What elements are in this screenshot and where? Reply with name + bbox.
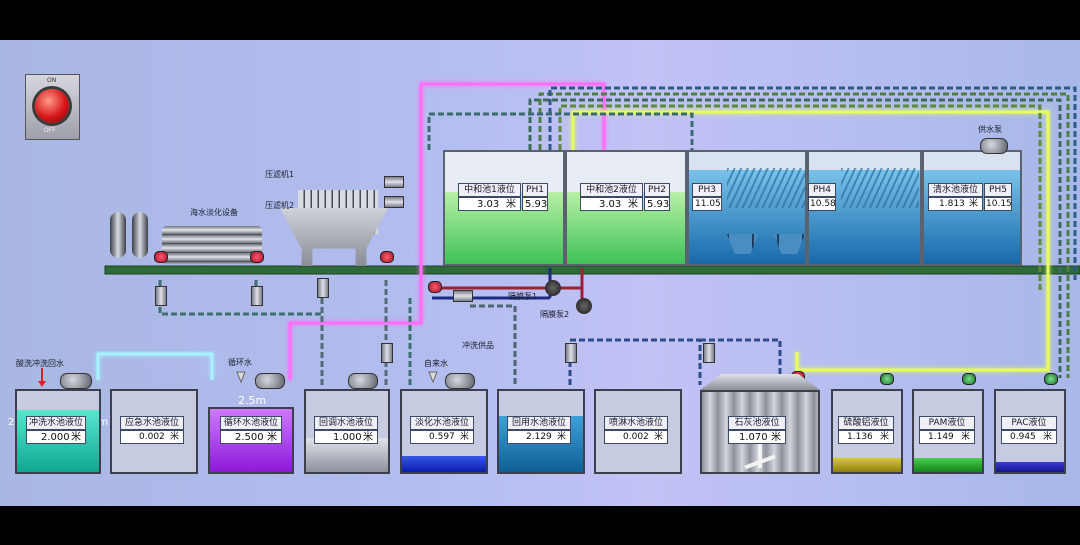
dosing-pump-icon[interactable]	[880, 373, 894, 385]
tank-7-label: 石灰池液位	[728, 416, 786, 430]
regulate-pump-icon[interactable]	[348, 373, 378, 389]
ph1-value: 5.93	[522, 197, 548, 211]
clear-pool-level-label: 清水池液位	[928, 183, 983, 197]
diaphragm-pump-1-label: 隔膜泵1	[508, 292, 538, 301]
desal-label: 海水淡化设备	[190, 208, 238, 217]
circ-water-label: 循环水	[228, 358, 252, 367]
desal-pump-icon[interactable]	[445, 373, 475, 389]
diaphragm-pump-2-label: 隔膜泵2	[540, 310, 570, 319]
power-button-icon	[35, 89, 69, 123]
tank-1-label: 应急水池液位	[120, 416, 184, 430]
ph2-value: 5.93	[644, 197, 670, 211]
flush-supply-label: 冲洗供品	[462, 341, 494, 350]
ph4-label: PH4	[808, 183, 836, 197]
neutralizer-1-level-label: 中和池1液位	[458, 183, 521, 197]
ph2-label: PH2	[644, 183, 670, 197]
tap-water-label: 自来水	[424, 359, 448, 368]
valve-icon[interactable]	[154, 251, 168, 263]
flow-meter-icon	[381, 343, 393, 363]
flow-meter-icon	[384, 196, 404, 208]
tank-0-label: 冲洗水池液位	[26, 416, 86, 430]
flow-meter-icon	[384, 176, 404, 188]
pressure-vessel-icon	[132, 212, 148, 258]
tank-9-label: PAM液位	[919, 416, 975, 430]
flow-meter-icon	[565, 343, 577, 363]
tank-10-label: PAC液位	[1001, 416, 1057, 430]
ph5-label: PH5	[984, 183, 1012, 197]
dosing-pump-icon[interactable]	[962, 373, 976, 385]
flow-meter-icon	[453, 290, 473, 302]
tank-2-label: 循环水池液位	[220, 416, 282, 430]
neutralizer-2-level-label: 中和池2液位	[580, 183, 643, 197]
switch-off-label: OFF	[44, 127, 56, 134]
valve-icon[interactable]	[250, 251, 264, 263]
lime-silo-roof	[700, 374, 820, 390]
switch-on-label: ON	[47, 77, 57, 84]
wash-backwater-label: 酸洗冲洗回水	[16, 359, 64, 368]
mixer-icon	[758, 444, 762, 468]
desal-membrane-icon	[162, 226, 262, 264]
ph5-value: 10.15	[984, 197, 1012, 211]
tank-5-label: 回用水池液位	[507, 416, 571, 430]
pressure-vessel-icon	[110, 212, 126, 258]
dosing-pump-icon[interactable]	[1044, 373, 1058, 385]
ph4-value: 10.58	[808, 197, 836, 211]
valve-icon[interactable]	[380, 251, 394, 263]
valve-icon[interactable]	[428, 281, 442, 293]
circ-pump-icon[interactable]	[255, 373, 285, 389]
tank-6-label: 喷淋水池液位	[604, 416, 668, 430]
power-switch[interactable]: ON OFF	[25, 74, 80, 140]
press2-label: 压滤机2	[265, 201, 295, 210]
diaphragm-pump-2-icon[interactable]	[576, 298, 592, 314]
ph3-value: 11.05	[692, 197, 722, 211]
tank-4-label: 淡化水池液位	[410, 416, 474, 430]
diaphragm-pump-1-icon[interactable]	[545, 280, 561, 296]
supply-pump-label: 供水泵	[978, 125, 1002, 134]
tank-3-label: 回调水池液位	[314, 416, 378, 430]
ph1-label: PH1	[522, 183, 548, 197]
tank-8-label: 硫酸铝液位	[838, 416, 894, 430]
flow-meter-icon	[251, 286, 263, 306]
flush-pump-icon[interactable]	[60, 373, 92, 389]
flow-meter-icon	[317, 278, 329, 298]
settling-tank-1	[687, 150, 807, 266]
supply-pump-icon[interactable]	[980, 138, 1008, 154]
filter-press-icon	[270, 190, 396, 266]
flow-meter-icon	[155, 286, 167, 306]
press1-label: 压滤机1	[265, 170, 295, 179]
ph3-label: PH3	[692, 183, 722, 197]
flow-meter-icon	[703, 343, 715, 363]
circ-mark: 2.5m	[238, 394, 267, 407]
